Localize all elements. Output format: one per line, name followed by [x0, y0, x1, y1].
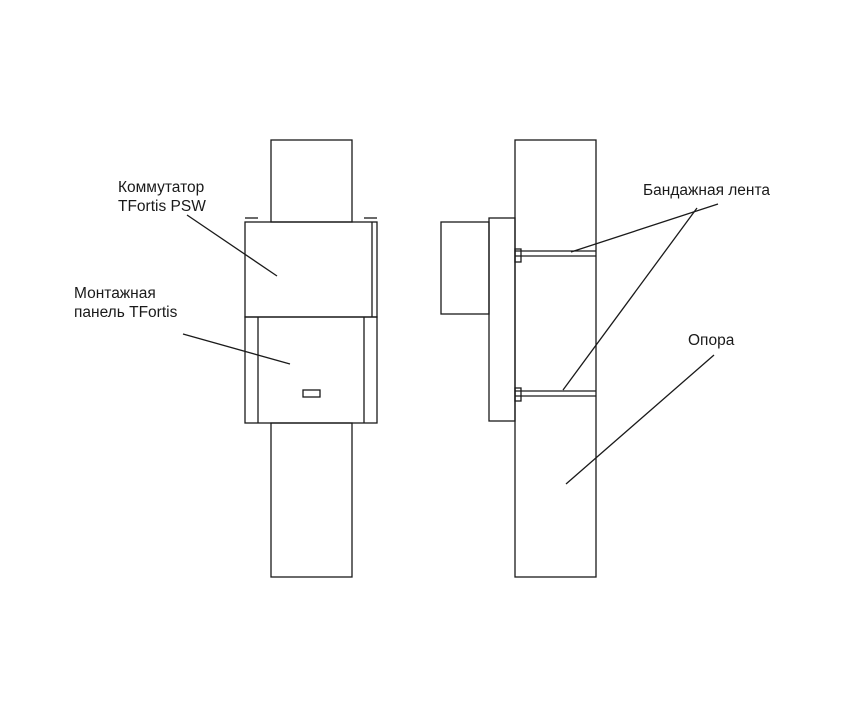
label-panel-line1: Монтажная	[74, 285, 156, 302]
front-mounting-panel	[244, 316, 378, 424]
side-pole	[514, 139, 597, 578]
leader-panel	[182, 333, 291, 365]
leader-band-lower	[562, 207, 698, 391]
label-band: Бандажная лента	[643, 182, 771, 199]
label-pole: Опора	[688, 332, 735, 349]
label-mounting-panel: Монтажная панель TFortis	[74, 284, 177, 322]
front-view	[244, 139, 378, 578]
leader-switch	[186, 214, 278, 277]
front-panel-slot	[302, 389, 321, 398]
front-pole-lower	[270, 422, 353, 578]
leader-band-upper	[570, 203, 719, 253]
front-switch-body	[244, 221, 378, 318]
side-view	[440, 139, 597, 578]
label-switch: Коммутатор TFortis PSW	[118, 178, 206, 216]
side-mounting-plate	[488, 217, 516, 422]
leader-lines	[182, 203, 719, 485]
leader-pole	[565, 354, 715, 485]
side-band-lower-clip	[514, 387, 522, 402]
label-switch-line2: TFortis PSW	[118, 198, 206, 215]
side-switch-body	[440, 221, 490, 315]
label-panel-line2: панель TFortis	[74, 304, 178, 321]
side-band-upper-clip	[514, 248, 522, 263]
front-pole-upper	[270, 139, 353, 223]
label-switch-line1: Коммутатор	[118, 179, 205, 196]
